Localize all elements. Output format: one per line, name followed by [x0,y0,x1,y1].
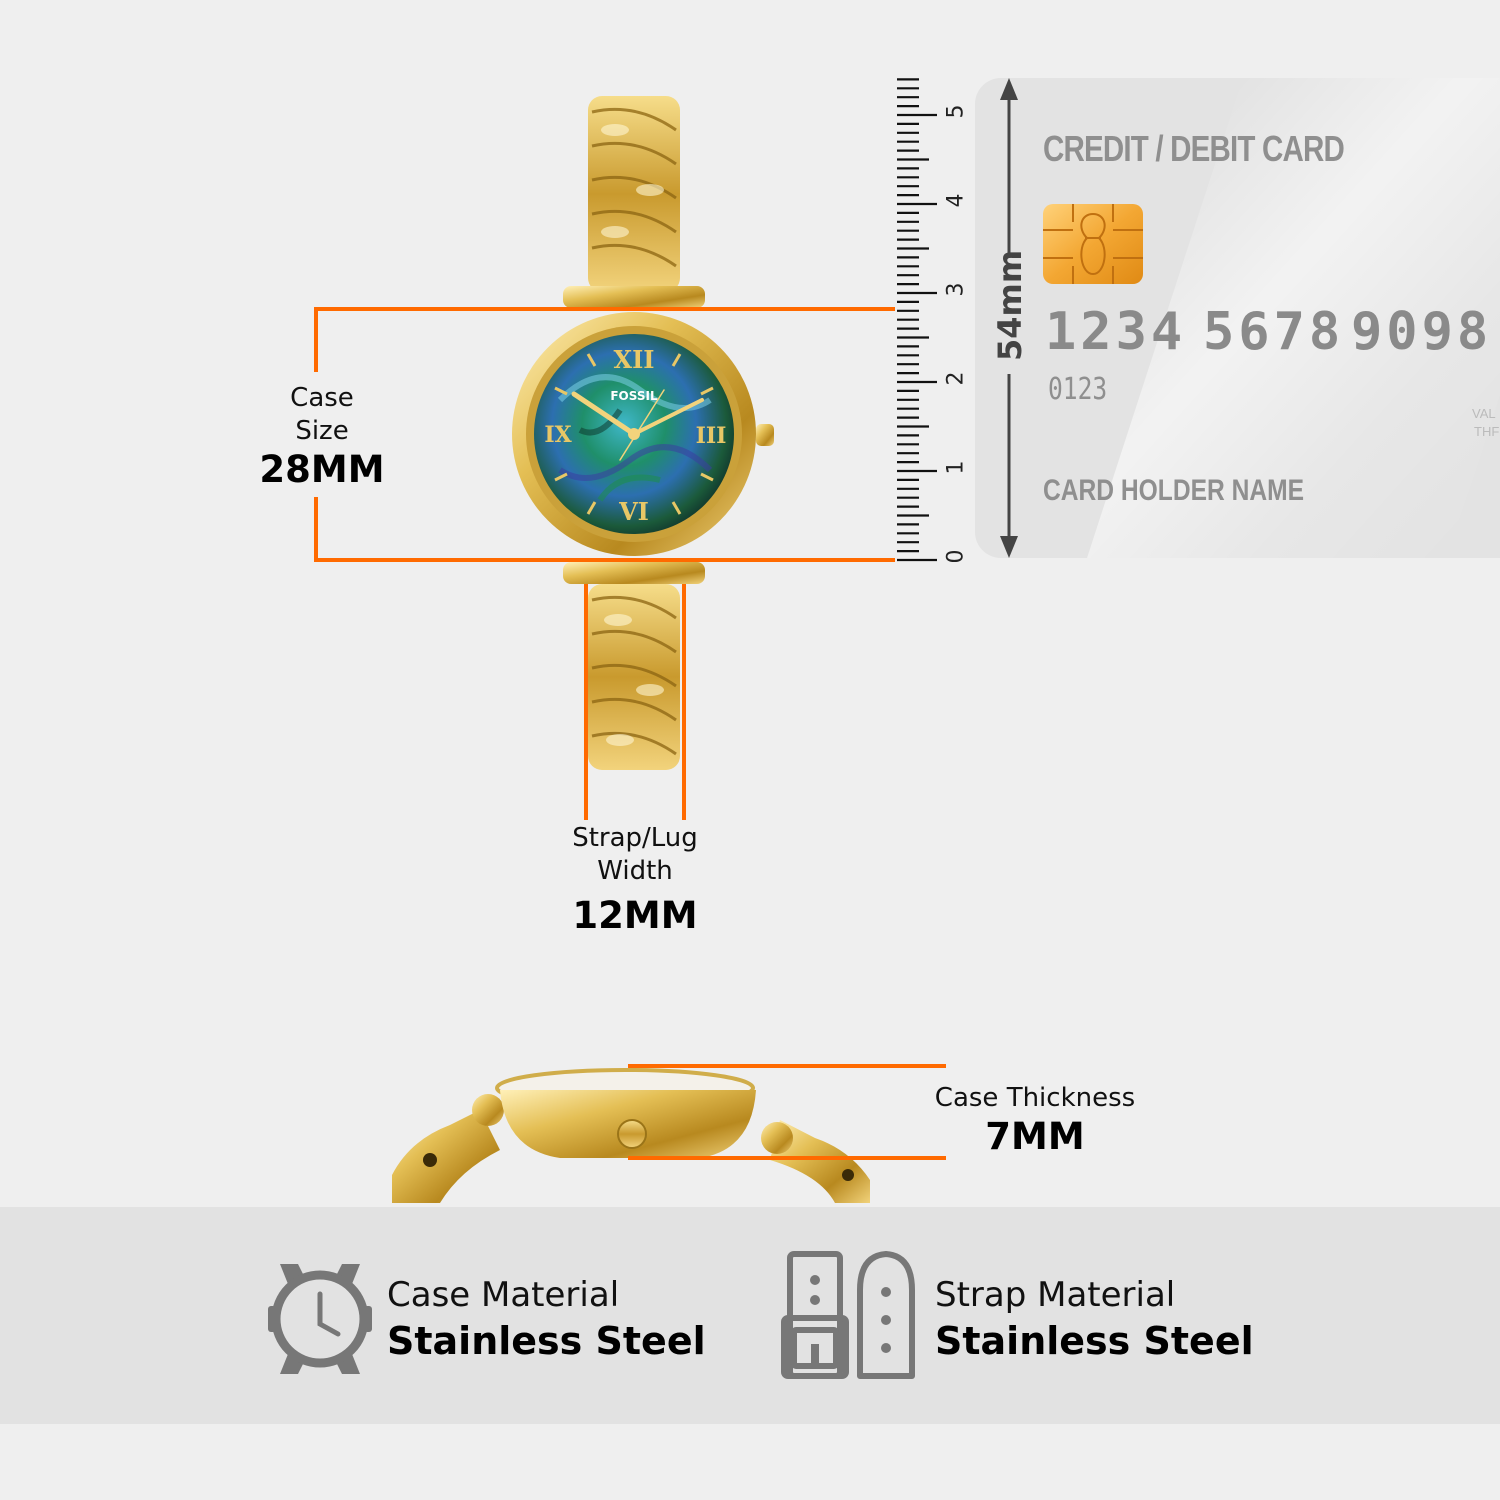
card-small-number: 0123 [1048,372,1108,407]
case-thickness-label: Case Thickness 7MM [925,1082,1145,1159]
lower-lug [563,562,705,584]
watch-case-icon [268,1258,372,1380]
case-material-label: Case Material [387,1275,620,1315]
card-number-group-3: 9098 [1351,302,1493,362]
ruler-label-0: 0 [943,549,969,564]
strap-width-label-line2: Width [597,856,673,886]
lower-bracelet [588,584,680,770]
card-height-arrow [1000,78,1018,558]
strap-width-label-line1: Strap/Lug [572,823,698,853]
case-size-bracket [314,307,895,562]
strap-width-value: 12MM [572,894,698,937]
credit-card [975,78,1500,558]
case-material: Case Material Stainless Steel [387,1272,706,1364]
case-size-label-line1: Case [290,383,354,413]
upper-bracelet [588,96,680,292]
card-number-group-2: 5678 [1203,302,1345,362]
strap-icon [780,1250,916,1380]
watch-case: XII VI IX III FOSSIL [512,312,774,556]
svg-text:VI: VI [618,497,649,526]
svg-text:III: III [696,423,727,449]
watch-side-view [392,1068,870,1203]
strap-width-bracket [584,584,686,820]
upper-lug [563,286,705,308]
card-valid-label-2: THF [1474,424,1500,439]
strap-material-label: Strap Material [935,1275,1176,1315]
ruler [897,78,937,562]
ruler-label-5: 5 [943,104,969,119]
ruler-label-4: 4 [943,193,969,208]
svg-text:XII: XII [613,345,654,374]
case-thickness-value: 7MM [985,1115,1085,1158]
card-number-group-1: 1234 [1045,302,1187,362]
card-height-label: 54mm [991,249,1029,361]
strap-material: Strap Material Stainless Steel [935,1272,1254,1364]
watch-brand: FOSSIL [610,389,658,403]
case-material-value: Stainless Steel [387,1319,706,1363]
card-holder-name: CARD HOLDER NAME [1043,474,1305,507]
card-chip [1043,204,1143,284]
card-title: CREDIT / DEBIT CARD [1043,128,1345,169]
materials-band [0,1207,1500,1424]
ruler-label-3: 3 [943,282,969,297]
ruler-label-2: 2 [943,371,969,386]
case-size-label-line2: Size [295,416,349,446]
strap-width-label: Strap/Lug Width 12MM [535,822,735,938]
case-thickness-text: Case Thickness [934,1083,1136,1113]
svg-text:IX: IX [544,422,572,448]
case-size-value: 28MM [259,448,385,491]
ruler-label-1: 1 [943,460,969,475]
card-valid-label-1: VAL [1472,406,1496,421]
case-size-label: Case Size 28MM [242,382,402,492]
strap-material-value: Stainless Steel [935,1319,1254,1363]
case-thickness-bracket [628,1064,946,1160]
